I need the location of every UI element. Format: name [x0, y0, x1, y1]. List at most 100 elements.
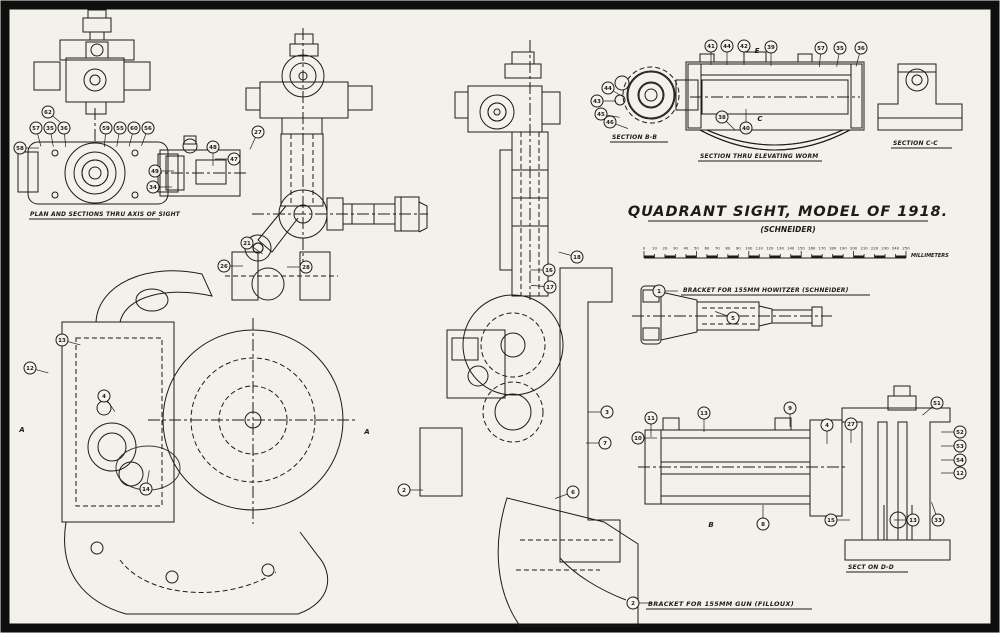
svg-text:5: 5	[731, 316, 735, 322]
svg-text:170: 170	[819, 246, 827, 251]
callout-54: 54	[941, 453, 967, 467]
svg-text:190: 190	[839, 246, 847, 251]
callout-27: 27	[844, 417, 858, 443]
callout-35: 35	[43, 121, 57, 147]
callout-60: 60	[127, 121, 141, 147]
svg-text:36: 36	[857, 46, 865, 52]
svg-text:48: 48	[209, 145, 217, 151]
callout-48: 48	[206, 140, 220, 166]
svg-text:16: 16	[545, 268, 553, 274]
svg-text:33: 33	[934, 518, 942, 524]
svg-text:12: 12	[26, 366, 34, 372]
callout-11: 11	[644, 411, 658, 437]
callout-55: 55	[113, 121, 127, 147]
callout-13: 13	[894, 513, 920, 527]
svg-text:90: 90	[736, 246, 741, 251]
svg-text:42: 42	[740, 44, 748, 50]
callout-28: 28	[287, 260, 313, 274]
svg-text:49: 49	[151, 169, 159, 175]
label-section-bb: SECTION B-B	[612, 134, 657, 141]
callout-8: 8	[756, 505, 770, 531]
svg-text:60: 60	[704, 246, 709, 251]
svg-text:27: 27	[847, 422, 855, 428]
svg-text:26: 26	[220, 264, 228, 270]
svg-text:130: 130	[777, 246, 785, 251]
drawing-title: QUADRANT SIGHT, MODEL OF 1918.	[628, 204, 948, 220]
label-section-cc: SECTION C-C	[893, 140, 938, 147]
svg-text:58: 58	[16, 146, 24, 152]
svg-text:53: 53	[956, 444, 964, 450]
svg-text:200: 200	[850, 246, 858, 251]
callout-13: 13	[55, 333, 81, 347]
svg-text:250: 250	[902, 246, 910, 251]
svg-text:35: 35	[46, 126, 54, 132]
svg-text:110: 110	[756, 246, 764, 251]
callout-49: 49	[148, 164, 174, 178]
callout-2: 2	[397, 483, 423, 497]
callout-62: 62	[41, 105, 63, 125]
section-letter-B: B	[708, 521, 713, 529]
callout-12: 12	[23, 361, 49, 375]
svg-text:18: 18	[573, 255, 581, 261]
view-worm-section	[685, 51, 865, 151]
callout-15: 15	[824, 513, 850, 527]
callout-59: 59	[99, 121, 113, 147]
svg-text:13: 13	[58, 338, 66, 344]
callout-43: 43	[590, 94, 616, 108]
callout-12: 12	[941, 466, 967, 480]
callout-9: 9	[783, 401, 797, 427]
callout-2: 2	[626, 596, 652, 610]
callout-38: 38	[715, 110, 736, 131]
callout-44: 44	[601, 81, 625, 98]
callout-39: 39	[764, 40, 778, 66]
callout-57: 57	[29, 121, 43, 147]
callout-14: 14	[139, 470, 153, 496]
svg-text:13: 13	[700, 411, 708, 417]
callout-57: 57	[814, 41, 828, 67]
svg-text:62: 62	[44, 110, 52, 116]
svg-text:20: 20	[663, 246, 668, 251]
label-plan-sections: PLAN AND SECTIONS THRU AXIS OF SIGHT	[30, 211, 181, 218]
svg-text:8: 8	[761, 522, 765, 528]
svg-text:140: 140	[787, 246, 795, 251]
svg-text:2: 2	[402, 488, 406, 494]
callout-44: 44	[720, 39, 734, 65]
svg-text:41: 41	[707, 44, 715, 50]
callout-3: 3	[588, 405, 614, 419]
callout-41: 41	[704, 39, 718, 65]
svg-text:180: 180	[829, 246, 837, 251]
callout-33: 33	[931, 502, 945, 527]
svg-text:10: 10	[634, 436, 642, 442]
svg-text:50: 50	[694, 246, 699, 251]
label-howitzer-bracket: BRACKET FOR 155MM HOWITZER (SCHNEIDER)	[683, 287, 849, 294]
callout-47: 47	[215, 152, 241, 166]
svg-text:80: 80	[725, 246, 730, 251]
svg-text:4: 4	[825, 423, 829, 429]
section-letter-E: E	[755, 47, 760, 55]
svg-text:210: 210	[860, 246, 868, 251]
callout-4: 4	[820, 418, 834, 444]
callout-26: 26	[217, 259, 243, 273]
svg-text:17: 17	[546, 285, 554, 291]
svg-text:100: 100	[745, 246, 753, 251]
svg-text:21: 21	[243, 241, 251, 247]
section-letter-A: A	[18, 426, 24, 434]
label-gun-bracket: BRACKET FOR 155MM GUN (FILLOUX)	[648, 600, 794, 608]
svg-text:150: 150	[798, 246, 806, 251]
svg-text:27: 27	[254, 130, 262, 136]
callout-21: 21	[240, 236, 263, 255]
svg-text:51: 51	[933, 401, 941, 407]
svg-text:4: 4	[102, 394, 106, 400]
svg-text:55: 55	[116, 126, 124, 132]
svg-text:28: 28	[302, 265, 310, 271]
callout-10: 10	[631, 431, 657, 445]
svg-text:1: 1	[657, 289, 661, 295]
svg-text:39: 39	[767, 45, 775, 51]
svg-text:54: 54	[956, 458, 964, 464]
